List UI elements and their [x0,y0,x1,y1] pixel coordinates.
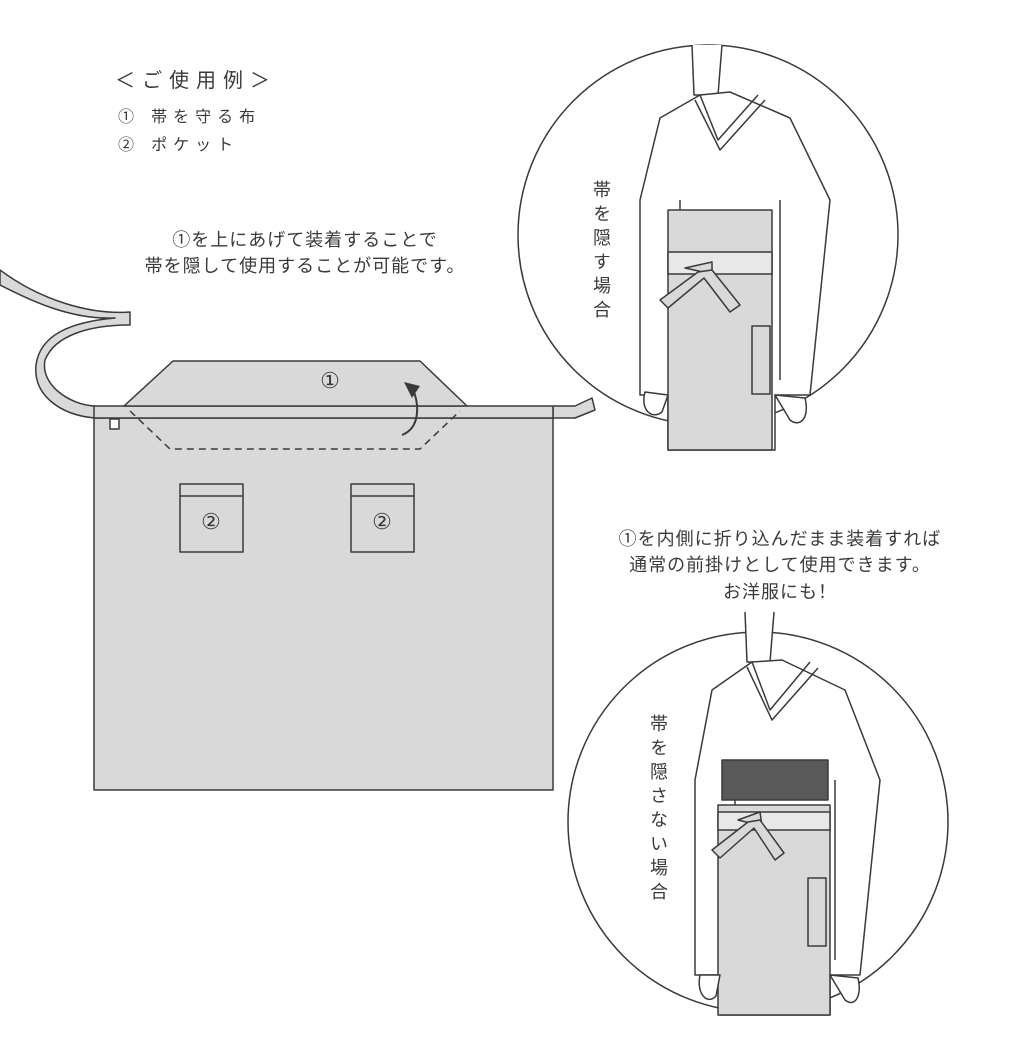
caption-bottom-line1: ①を内側に折り込んだまま装着すれば [618,529,942,550]
fold-line [129,410,461,450]
apron-strap-right [552,397,596,419]
caption-bottom-line2: 通常の前掛けとして使用できます。 [629,555,931,576]
label-hide-obi: 帯を隠す場合 [590,180,611,324]
figure-hide-obi [639,44,831,451]
apron-waistband [93,405,554,419]
loop-tab [109,418,120,430]
pocket-label-left: ② [201,510,221,535]
figure-show-obi [694,611,881,1016]
heading: ＜ご使用例＞ [115,68,277,92]
legend-item-flap: ① 帯を守る布 [118,107,262,126]
label-show-obi: 帯を隠さない場合 [647,714,668,906]
arrow-head-icon [404,382,420,398]
caption-top-line2: 帯を隠して使用することが可能です。 [144,256,466,277]
legend-item-pocket: ② ポケット [118,135,240,154]
flap-label: ① [320,369,340,394]
pocket-label-right: ② [372,510,392,535]
caption-top-line1: ①を上にあげて装着することで [172,230,438,251]
caption-bottom-line3: お洋服にも！ [723,582,837,603]
apron-body [93,417,554,791]
flap [123,360,468,407]
apron-strap-left [0,269,131,419]
